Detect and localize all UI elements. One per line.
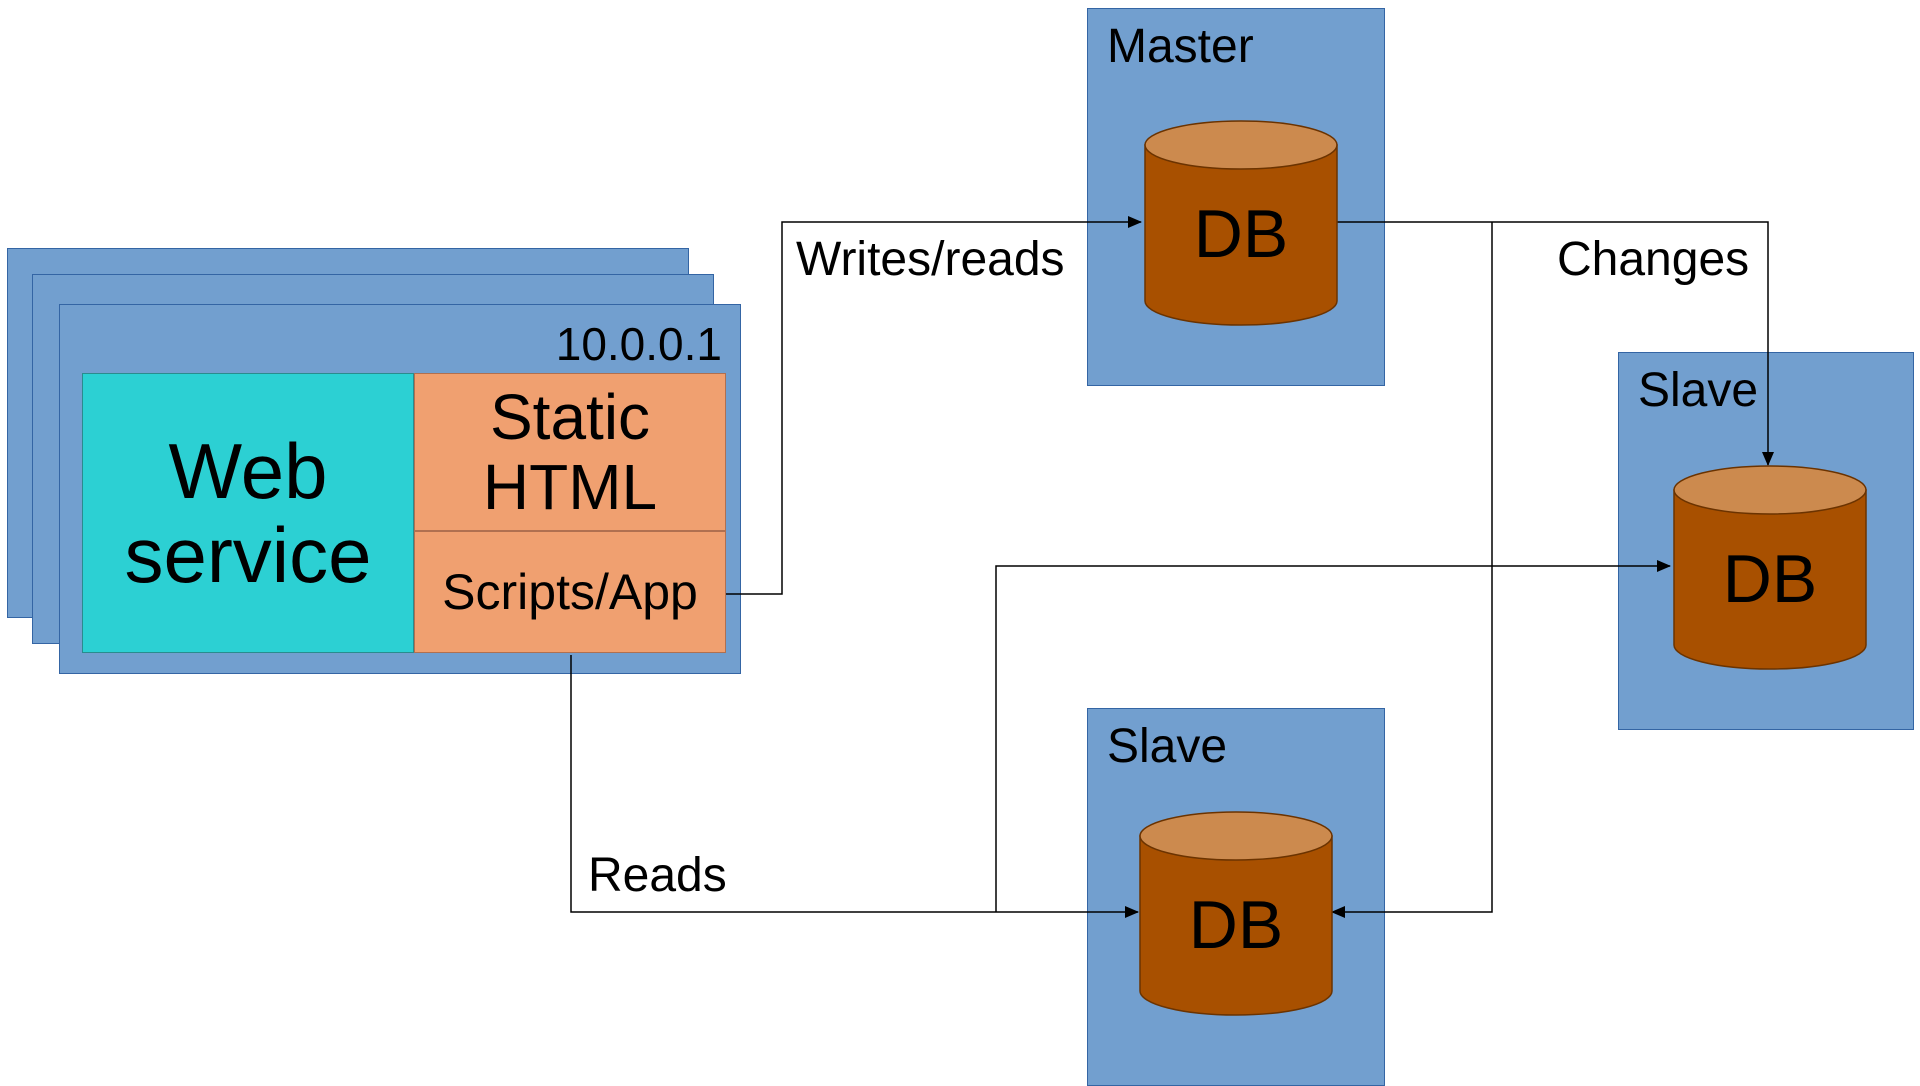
master-db-label: DB (1193, 196, 1289, 272)
slave-bottom-title: Slave (1107, 720, 1228, 773)
writes-reads-connector (726, 216, 1142, 595)
static-html-label: Static HTML (482, 380, 658, 523)
master-title: Master (1107, 20, 1254, 73)
scripts-app-label: Scripts/App (442, 564, 698, 620)
scripts-app-block: Scripts/App (414, 531, 726, 653)
reads-label: Reads (588, 849, 727, 902)
master-db-cylinder (1144, 120, 1338, 326)
slave-bottom-db-cylinder (1139, 811, 1333, 1016)
changes-label: Changes (1557, 233, 1750, 286)
reads-connector (570, 655, 1139, 918)
replication-connector (1334, 221, 1774, 466)
server-ip-label: 10.0.0.1 (555, 318, 722, 370)
slave-right-title: Slave (1638, 364, 1759, 417)
web-service-label: Web service (124, 426, 372, 599)
reads-branch-right (995, 560, 1671, 912)
slave-bottom-db-label: DB (1188, 887, 1284, 963)
server-node: 10.0.0.1 Web service Static HTML Scripts… (59, 304, 741, 674)
replication-branch-bottom (1331, 222, 1493, 918)
slave-right-db-label: DB (1722, 541, 1818, 617)
web-service-block: Web service (82, 373, 414, 653)
slave-right-db-cylinder (1673, 465, 1867, 670)
static-html-block: Static HTML (414, 373, 726, 531)
writes-reads-label: Writes/reads (796, 233, 1065, 286)
